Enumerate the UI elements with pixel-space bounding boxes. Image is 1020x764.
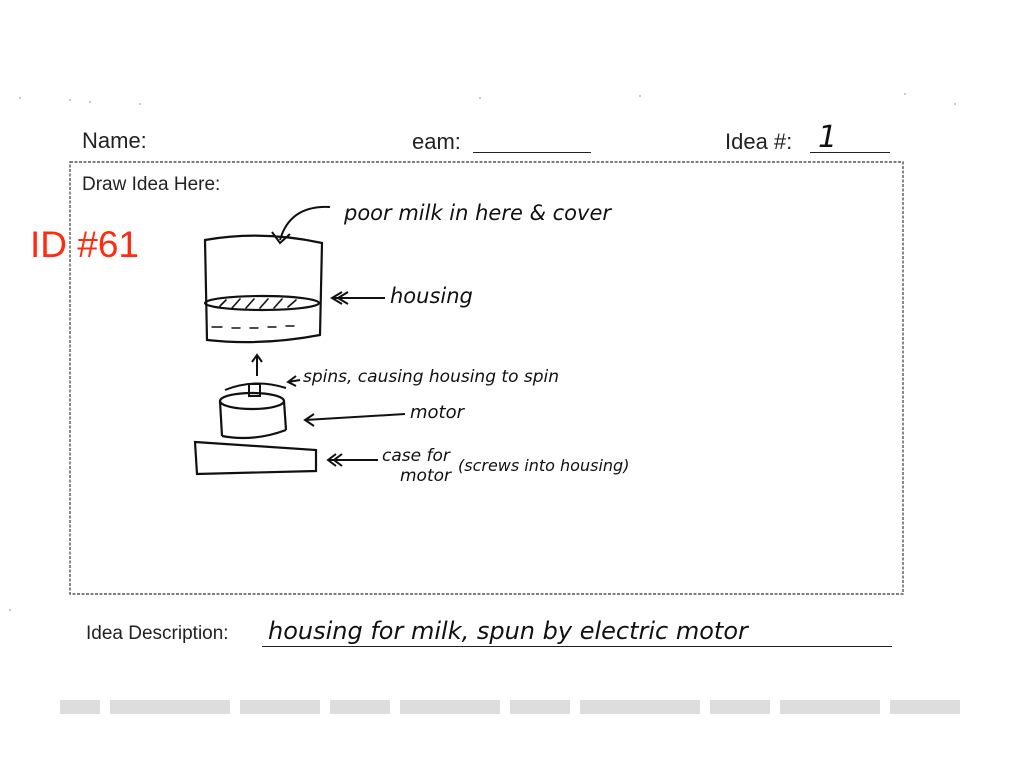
annotation-case-note: (screws into housing): [458, 456, 630, 475]
idea-number-value: 1: [818, 120, 838, 155]
drawing-panel-frame: [69, 161, 904, 595]
id-stamp: ID #61: [30, 224, 140, 265]
housing-arrow: [330, 291, 385, 305]
annotation-housing: housing: [390, 284, 473, 308]
motor-shaft: [224, 375, 301, 397]
description-value: housing for milk, spun by electric motor: [268, 617, 748, 645]
scan-noise: [9, 93, 956, 611]
housing-container: [203, 234, 324, 344]
scan-bleed-through: [60, 700, 960, 714]
pour-arrow: [271, 205, 331, 245]
annotation-spins: spins, causing housing to spin: [303, 367, 560, 387]
annotation-pour: poor milk in here & cover: [344, 201, 612, 225]
idea-number-field-line[interactable]: [810, 152, 890, 153]
up-arrow: [251, 353, 263, 376]
motor-arrow: [303, 413, 406, 427]
description-field-line[interactable]: [262, 646, 892, 647]
team-label: eam:: [412, 129, 461, 154]
team-field-line[interactable]: [473, 152, 591, 153]
idea-number-label: Idea #:: [725, 129, 793, 154]
motor-case: [193, 440, 318, 476]
annotation-case-line1: case for: [382, 446, 450, 466]
description-label: Idea Description:: [86, 623, 229, 644]
annotation-motor: motor: [410, 402, 465, 423]
name-label: Name:: [82, 128, 147, 153]
motor: [218, 391, 288, 440]
panel-title: Draw Idea Here:: [82, 174, 221, 195]
case-arrow: [326, 453, 378, 467]
annotation-case-line2: motor: [400, 466, 452, 486]
